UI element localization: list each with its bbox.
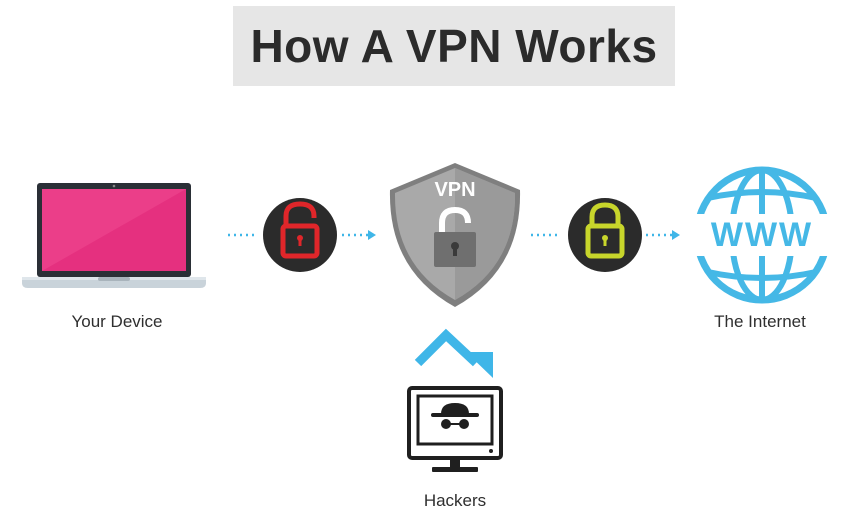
www-label: WWW	[711, 216, 813, 254]
globe-icon: WWW	[692, 166, 832, 304]
vpn-shield-icon: VPN	[389, 163, 521, 307]
your-device-label: Your Device	[71, 312, 163, 331]
intercept-arrow-icon	[414, 328, 493, 378]
unlocked-padlock-icon	[263, 198, 337, 272]
locked-padlock-icon	[568, 198, 642, 272]
internet-label: The Internet	[714, 312, 806, 331]
page-title: How A VPN Works	[250, 20, 658, 72]
title-box: How A VPN Works	[233, 6, 675, 86]
laptop-icon	[22, 183, 206, 288]
vpn-label: VPN	[434, 179, 475, 201]
hacker-monitor-icon	[407, 386, 503, 472]
hackers-label: Hackers	[423, 491, 487, 510]
